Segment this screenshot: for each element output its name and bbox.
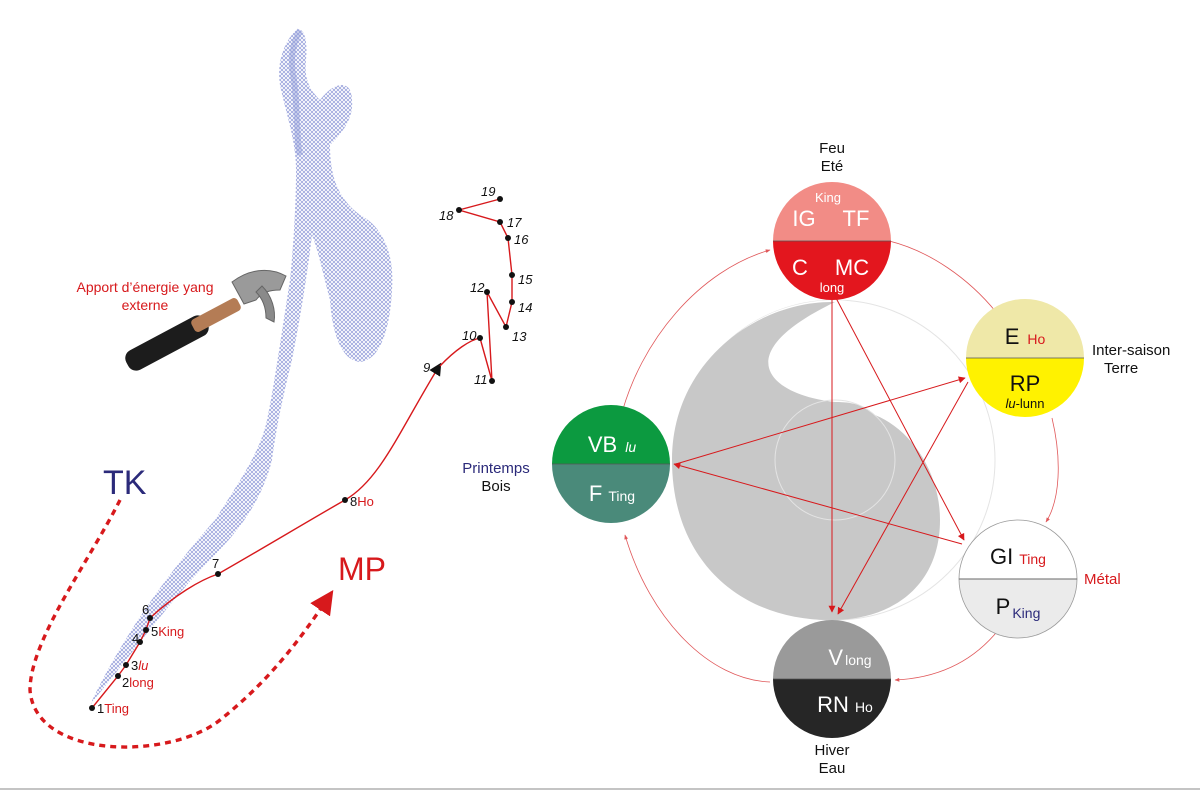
point-4-marker: [137, 639, 143, 645]
point-2-label: 2long: [122, 675, 154, 690]
point-3-marker: [123, 662, 129, 668]
fire-bottom-right: MC: [835, 255, 869, 280]
point-10-label: 10: [462, 328, 477, 343]
water-label-2: Eau: [819, 760, 846, 777]
point-5-label: 5King: [151, 624, 184, 639]
point-15-marker: [509, 272, 515, 278]
annotation-line2: externe: [122, 297, 169, 313]
ke-cycle-arrows: [673, 297, 969, 615]
point-14-marker: [509, 299, 515, 305]
point-16-marker: [505, 235, 511, 241]
earth-label-1: Inter-saison: [1092, 342, 1170, 359]
wood-label-2: Bois: [481, 478, 510, 495]
fire-top-small: King: [815, 190, 841, 205]
point-19-marker: [497, 196, 503, 202]
tk-label: TK: [103, 464, 147, 502]
annotation-line1: Apport d’énergie yang: [77, 279, 214, 295]
fire-bottom-small: long: [820, 280, 845, 295]
point-15-label: 15: [518, 272, 533, 287]
fire-top-right: TF: [843, 206, 870, 231]
point-2-marker: [115, 673, 121, 679]
point-12-label: 12: [470, 280, 485, 295]
earth-bottom-tag: lu-lunn: [1005, 396, 1044, 411]
point-6-marker: [147, 615, 153, 621]
point-19-label: 19: [481, 184, 495, 199]
point-5-marker: [143, 627, 149, 633]
meridian-path-line: [91, 362, 442, 709]
acupoint-markers: [89, 196, 515, 711]
hammer-icon: [125, 269, 287, 371]
point-6-label: 6: [142, 602, 149, 617]
fire-label-2: Eté: [821, 158, 844, 175]
meridian-body-silhouette: [90, 28, 393, 706]
point-13-marker: [503, 324, 509, 330]
point-17-label: 17: [507, 215, 522, 230]
earth-label-2: Terre: [1104, 360, 1138, 377]
fire-top-left: IG: [792, 206, 815, 231]
point-8-label: 8Ho: [350, 494, 374, 509]
acupoint-labels: 1Ting 2long 3lu 4 5King 6 7 8Ho 9 10 11 …: [97, 184, 533, 716]
fire-label-1: Feu: [819, 140, 845, 157]
yin-yang-background: [672, 299, 996, 621]
point-7-label: 7: [212, 556, 219, 571]
tk-mp-cycle-arrow: [28, 499, 334, 749]
point-11-marker: [489, 378, 495, 384]
fire-element-circle: Feu Eté King IG TF C MC long: [773, 140, 891, 300]
point-16-label: 16: [514, 232, 529, 247]
point-4-label: 4: [132, 631, 139, 646]
wood-label-1: Printemps: [462, 460, 530, 477]
point-17-marker: [497, 219, 503, 225]
sheng-cycle-arrows: [619, 239, 1059, 683]
water-label-1: Hiver: [814, 742, 849, 759]
metal-label: Métal: [1084, 571, 1121, 588]
point-9-label: 9: [423, 360, 430, 375]
point-8-marker: [342, 497, 348, 503]
point-7-marker: [215, 571, 221, 577]
point-11-label: 11: [474, 372, 488, 387]
point-18-label: 18: [439, 208, 454, 223]
point-18-marker: [456, 207, 462, 213]
fire-bottom-left: C: [792, 255, 808, 280]
point-1-marker: [89, 705, 95, 711]
mp-label: MP: [338, 551, 386, 587]
point-13-label: 13: [512, 329, 527, 344]
point-12-marker: [484, 289, 490, 295]
point-14-label: 14: [518, 300, 532, 315]
point-10-marker: [477, 335, 483, 341]
point-3-label: 3lu: [131, 658, 148, 673]
earth-bottom-main: RP: [1010, 371, 1041, 396]
point-1-label: 1Ting: [97, 701, 129, 716]
